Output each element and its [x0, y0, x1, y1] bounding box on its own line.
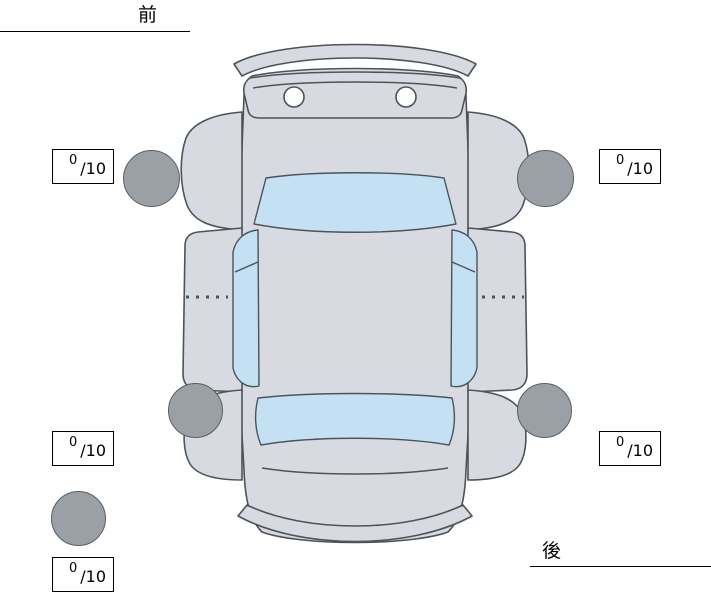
tread-score-rear-left: 0 /10	[52, 431, 114, 466]
tread-score-spare: 0 /10	[52, 557, 114, 592]
front-left-fender	[180, 111, 243, 231]
tread-score-value: 0	[616, 435, 625, 450]
tire-rear-right	[517, 383, 572, 438]
tread-score-denominator: /10	[627, 441, 654, 460]
windshield-glass	[253, 172, 457, 233]
trunk-lid-line	[261, 467, 449, 475]
tread-score-value: 0	[616, 153, 625, 168]
right-headlamp-washer	[395, 86, 417, 108]
tread-score-denominator: /10	[80, 567, 107, 586]
rear-direction-group: 後	[530, 538, 711, 567]
front-spoiler	[233, 43, 477, 77]
right-pillar-line	[451, 261, 476, 273]
right-door-panel	[467, 227, 528, 393]
front-fascia	[242, 71, 468, 119]
tread-score-front-left: 0 /10	[52, 149, 114, 184]
right-side-glass	[450, 229, 478, 388]
rear-right-fender	[467, 389, 527, 481]
tire-front-right	[517, 150, 574, 207]
tread-score-front-right: 0 /10	[599, 149, 661, 184]
front-label: 前	[138, 4, 158, 26]
tread-score-denominator: /10	[80, 159, 107, 178]
fascia-crease-line	[252, 81, 458, 89]
rear-bumper	[237, 504, 473, 543]
tread-score-value: 0	[69, 435, 78, 450]
car-body-panel	[236, 67, 474, 544]
tread-score-value: 0	[69, 561, 78, 576]
tire-spare	[51, 491, 106, 546]
tread-score-value: 0	[69, 153, 78, 168]
left-side-glass	[232, 229, 260, 388]
left-pillar-line	[234, 261, 259, 273]
front-direction-group: 前	[0, 0, 190, 32]
left-headlamp-washer	[283, 86, 305, 108]
tread-score-denominator: /10	[627, 159, 654, 178]
tire-rear-left	[168, 383, 223, 438]
tire-front-left	[123, 150, 180, 207]
rear-label: 後	[542, 540, 562, 562]
rear-window-glass	[254, 392, 456, 446]
tread-score-denominator: /10	[80, 441, 107, 460]
tread-score-rear-right: 0 /10	[599, 431, 661, 466]
